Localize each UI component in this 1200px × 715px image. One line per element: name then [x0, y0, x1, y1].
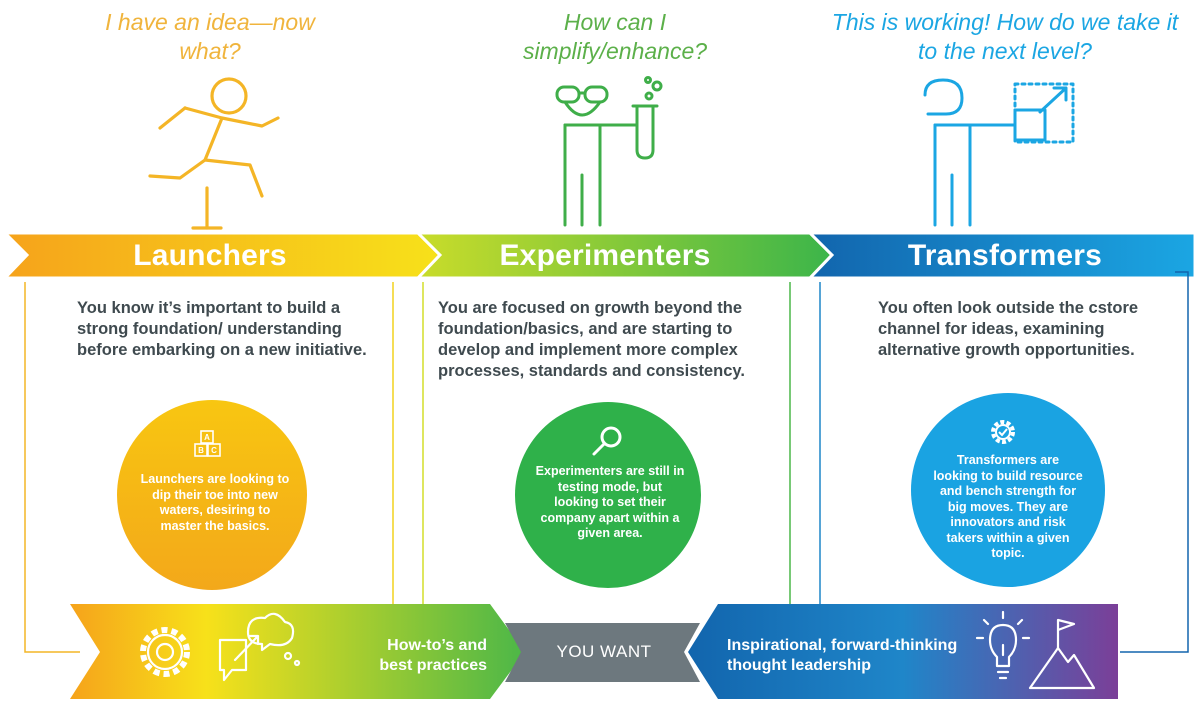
launchers-description: You know it’s important to build a stron… — [77, 299, 367, 359]
box-pushing-icon — [923, 78, 1075, 227]
gear-check-icon — [991, 420, 1015, 444]
experimenters-label: Experimenters — [499, 239, 711, 272]
transformers-question: This is working! How do we take it to th… — [831, 9, 1179, 64]
scientist-icon — [555, 76, 663, 227]
experimenters-description: You are focused on growth beyond the fou… — [438, 299, 745, 380]
transformers-description: You often look outside the cstore channe… — [878, 299, 1139, 359]
magnifier-icon — [592, 426, 622, 456]
launchers-question: I have an idea—now what? — [105, 9, 315, 64]
you-want-label: YOU WANT — [556, 642, 652, 661]
runner-icon — [148, 77, 280, 230]
column-frames — [24, 271, 1189, 653]
chevron-band — [1, 231, 1197, 280]
bottom-right-text: Inspirational, forward-thinking thought … — [727, 637, 958, 674]
abc-blocks-icon — [194, 430, 221, 457]
experimenters-question: How can I simplify/enhance? — [522, 9, 708, 64]
transformers-circle-text: Transformers are looking to build resour… — [933, 453, 1083, 560]
svg-text:C: C — [211, 446, 217, 455]
svg-text:B: B — [198, 446, 204, 455]
transformers-circle — [911, 393, 1105, 587]
launchers-circle-text: Launchers are looking to dip their toe i… — [140, 472, 290, 533]
launchers-label: Launchers — [133, 239, 287, 272]
mountain-flag-icon — [1028, 618, 1096, 690]
bottom-left-text: How-to’s and best practices — [379, 637, 487, 674]
lightbulb-icon — [975, 610, 1031, 680]
launchers-circle — [117, 400, 307, 590]
experimenters-circle-text: Experimenters are still in testing mode,… — [535, 464, 685, 540]
abc-block-letters: A B C — [198, 433, 217, 455]
gear-icon — [140, 627, 190, 677]
svg-text:A: A — [204, 433, 210, 442]
chat-idea-icon — [218, 612, 301, 682]
transformers-label: Transformers — [907, 239, 1103, 272]
experimenters-circle — [515, 402, 701, 588]
